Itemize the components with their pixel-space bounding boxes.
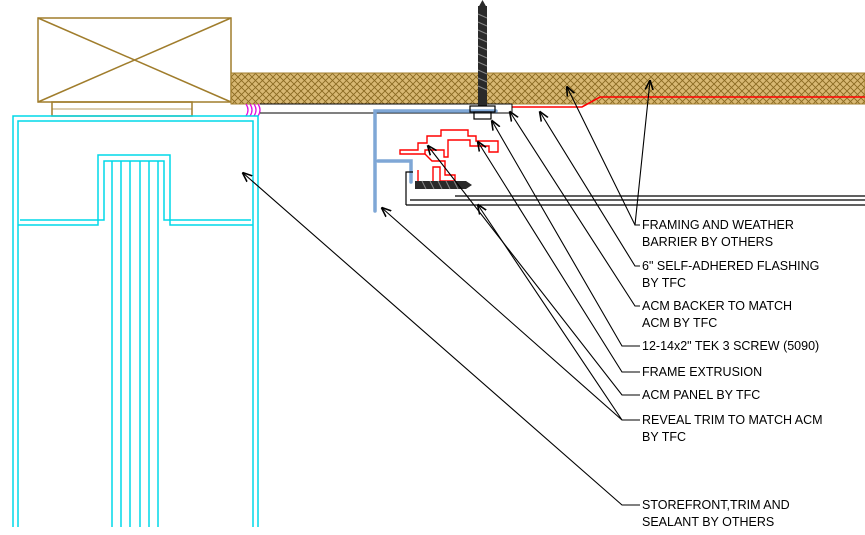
reveal-trim: [405, 171, 865, 206]
storefront-frame: [12, 115, 259, 527]
acm-panel: [373, 109, 498, 213]
leader-lines: [243, 81, 650, 506]
callout-labels: FRAMING AND WEATHER BARRIER BY OTHERS 6"…: [642, 218, 823, 529]
leader-reveal-b: [382, 208, 623, 421]
callout-frame: FRAME EXTRUSION: [642, 365, 762, 379]
leader-panel: [428, 146, 640, 396]
callout-backer-line1: ACM BACKER TO MATCH: [642, 299, 792, 313]
callout-flashing-line1: 6" SELF-ADHERED FLASHING: [642, 259, 819, 273]
callout-backer-line2: ACM BY TFC: [642, 316, 717, 330]
self-adhered-flashing: [512, 96, 865, 108]
callout-screw: 12-14x2" TEK 3 SCREW (5090): [642, 339, 819, 353]
tek-screw-vertical: [469, 0, 496, 120]
leader-flashing: [540, 112, 640, 267]
leader-frame: [478, 142, 640, 373]
leader-screw: [492, 121, 640, 347]
callout-reveal-line2: BY TFC: [642, 430, 686, 444]
callout-storefront-line2: SEALANT BY OTHERS: [642, 515, 774, 529]
leader-storefront: [243, 173, 640, 506]
leader-backer: [510, 112, 640, 307]
callout-storefront-line1: STOREFRONT,TRIM AND: [642, 498, 790, 512]
tek-screw-horizontal: [415, 180, 472, 190]
callout-reveal-line1: REVEAL TRIM TO MATCH ACM: [642, 413, 823, 427]
wood-blocking: [37, 17, 232, 117]
callout-flashing-line2: BY TFC: [642, 276, 686, 290]
framing-hatch: [230, 72, 865, 105]
callout-framing-line1: FRAMING AND WEATHER: [642, 218, 794, 232]
frame-extrusion: [399, 129, 499, 187]
sealant-bead: [245, 103, 261, 117]
callout-panel: ACM PANEL BY TFC: [642, 388, 760, 402]
callout-framing-line2: BARRIER BY OTHERS: [642, 235, 773, 249]
leader-framing-b: [634, 81, 650, 226]
